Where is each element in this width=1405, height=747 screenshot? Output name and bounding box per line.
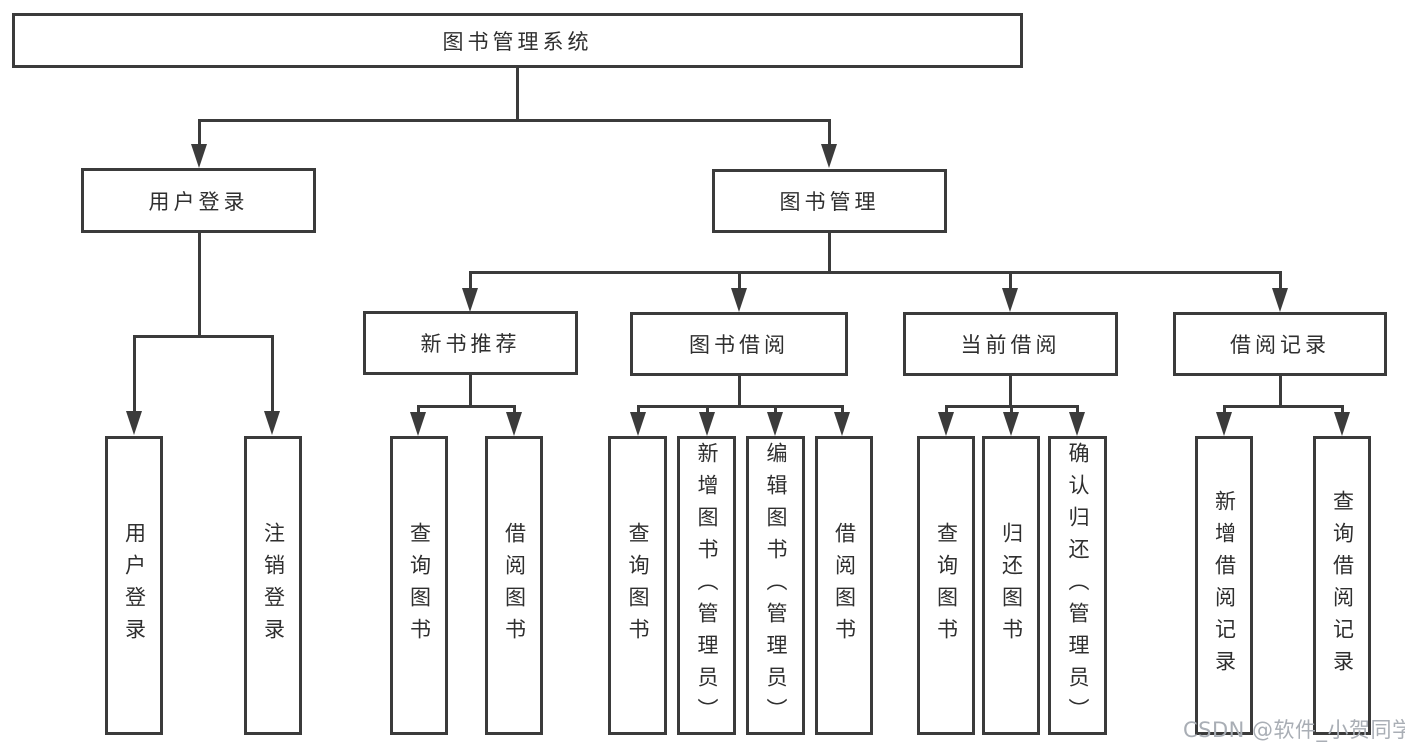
connector-line	[705, 405, 709, 414]
leaf-label: 编辑图书（管理员）	[764, 441, 788, 730]
arrowhead-icon	[1272, 288, 1288, 312]
arrowhead-icon	[1334, 412, 1350, 436]
connector-line	[1340, 405, 1344, 414]
arrowhead-icon	[1003, 412, 1019, 436]
connector-line	[1278, 272, 1282, 290]
connector-line	[416, 405, 420, 414]
arrowhead-icon	[767, 412, 783, 436]
arrowhead-icon	[630, 412, 646, 436]
node-new-book-recommendation: 新书推荐	[363, 311, 578, 375]
connector-line	[468, 272, 472, 290]
arrowhead-icon	[506, 412, 522, 436]
arrowhead-icon	[699, 412, 715, 436]
connector-line	[1278, 376, 1282, 406]
leaf-label: 查询图书	[626, 521, 650, 650]
connector-line	[1222, 404, 1344, 408]
arrowhead-icon	[821, 144, 837, 168]
connector-line	[840, 405, 844, 414]
leaf-label: 归还图书	[999, 521, 1024, 650]
connector-line	[737, 272, 741, 290]
connector-line	[827, 233, 831, 272]
csdn-watermark: CSDN @软件_小贺同学	[1183, 718, 1405, 742]
leaf-label: 查询图书	[934, 521, 959, 650]
connector-line	[515, 68, 519, 121]
leaf-label: 用户登录	[122, 521, 147, 650]
connector-line	[737, 376, 741, 406]
connector-line	[416, 404, 516, 408]
connector-line	[132, 336, 136, 413]
node-book-borrowing: 图书借阅	[630, 312, 848, 376]
connector-line	[512, 405, 516, 414]
connector-line	[827, 120, 831, 146]
connector-line	[270, 336, 274, 413]
connector-line	[773, 405, 777, 414]
connector-line	[636, 404, 844, 408]
leaf-label: 查询图书	[407, 521, 432, 650]
arrowhead-icon	[126, 411, 142, 435]
node-library-system: 图书管理系统	[12, 13, 1023, 68]
node-borrowing-records: 借阅记录	[1173, 312, 1387, 376]
connector-line	[1009, 405, 1013, 414]
leaf-query-books: 查询图书	[390, 436, 448, 735]
leaf-add-borrow-record: 新增借阅记录	[1195, 436, 1253, 735]
arrowhead-icon	[1216, 412, 1232, 436]
connector-line	[1075, 405, 1079, 414]
arrowhead-icon	[191, 144, 207, 168]
leaf-label: 新增图书（管理员）	[695, 441, 719, 730]
connector-line	[468, 270, 1282, 274]
connector-line	[197, 120, 201, 146]
leaf-query-books: 查询图书	[917, 436, 975, 735]
arrowhead-icon	[1002, 288, 1018, 312]
node-user-login: 用户登录	[81, 168, 316, 233]
leaf-query-books: 查询图书	[608, 436, 667, 735]
arrowhead-icon	[462, 288, 478, 312]
connector-line	[944, 405, 948, 414]
leaf-borrow-books: 借阅图书	[485, 436, 543, 735]
connector-line	[132, 334, 274, 338]
connector-line	[1008, 376, 1012, 406]
connector-line	[1008, 272, 1012, 290]
leaf-label: 查询借阅记录	[1330, 489, 1355, 682]
arrowhead-icon	[410, 412, 426, 436]
leaf-return-books: 归还图书	[982, 436, 1040, 735]
connector-line	[468, 375, 472, 406]
leaf-query-borrow-record: 查询借阅记录	[1313, 436, 1371, 735]
arrowhead-icon	[938, 412, 954, 436]
node-book-management: 图书管理	[712, 169, 947, 233]
leaf-label: 借阅图书	[502, 521, 527, 650]
leaf-label: 新增借阅记录	[1212, 489, 1237, 682]
arrowhead-icon	[731, 288, 747, 312]
arrowhead-icon	[264, 411, 280, 435]
connector-line	[1222, 405, 1226, 414]
leaf-label: 确认归还（管理员）	[1066, 441, 1090, 730]
leaf-add-book-admin: 新增图书（管理员）	[677, 436, 736, 735]
connector-line	[197, 232, 201, 336]
arrowhead-icon	[834, 412, 850, 436]
leaf-label: 借阅图书	[832, 521, 857, 650]
arrowhead-icon	[1069, 412, 1085, 436]
leaf-logout: 注销登录	[244, 436, 302, 735]
connector-line	[636, 405, 640, 414]
leaf-user-login: 用户登录	[105, 436, 163, 735]
leaf-borrow-books: 借阅图书	[815, 436, 873, 735]
connector-line	[197, 118, 831, 122]
leaf-edit-book-admin: 编辑图书（管理员）	[746, 436, 805, 735]
node-current-borrowing: 当前借阅	[903, 312, 1118, 376]
leaf-label: 注销登录	[261, 521, 286, 650]
leaf-confirm-return-admin: 确认归还（管理员）	[1048, 436, 1107, 735]
